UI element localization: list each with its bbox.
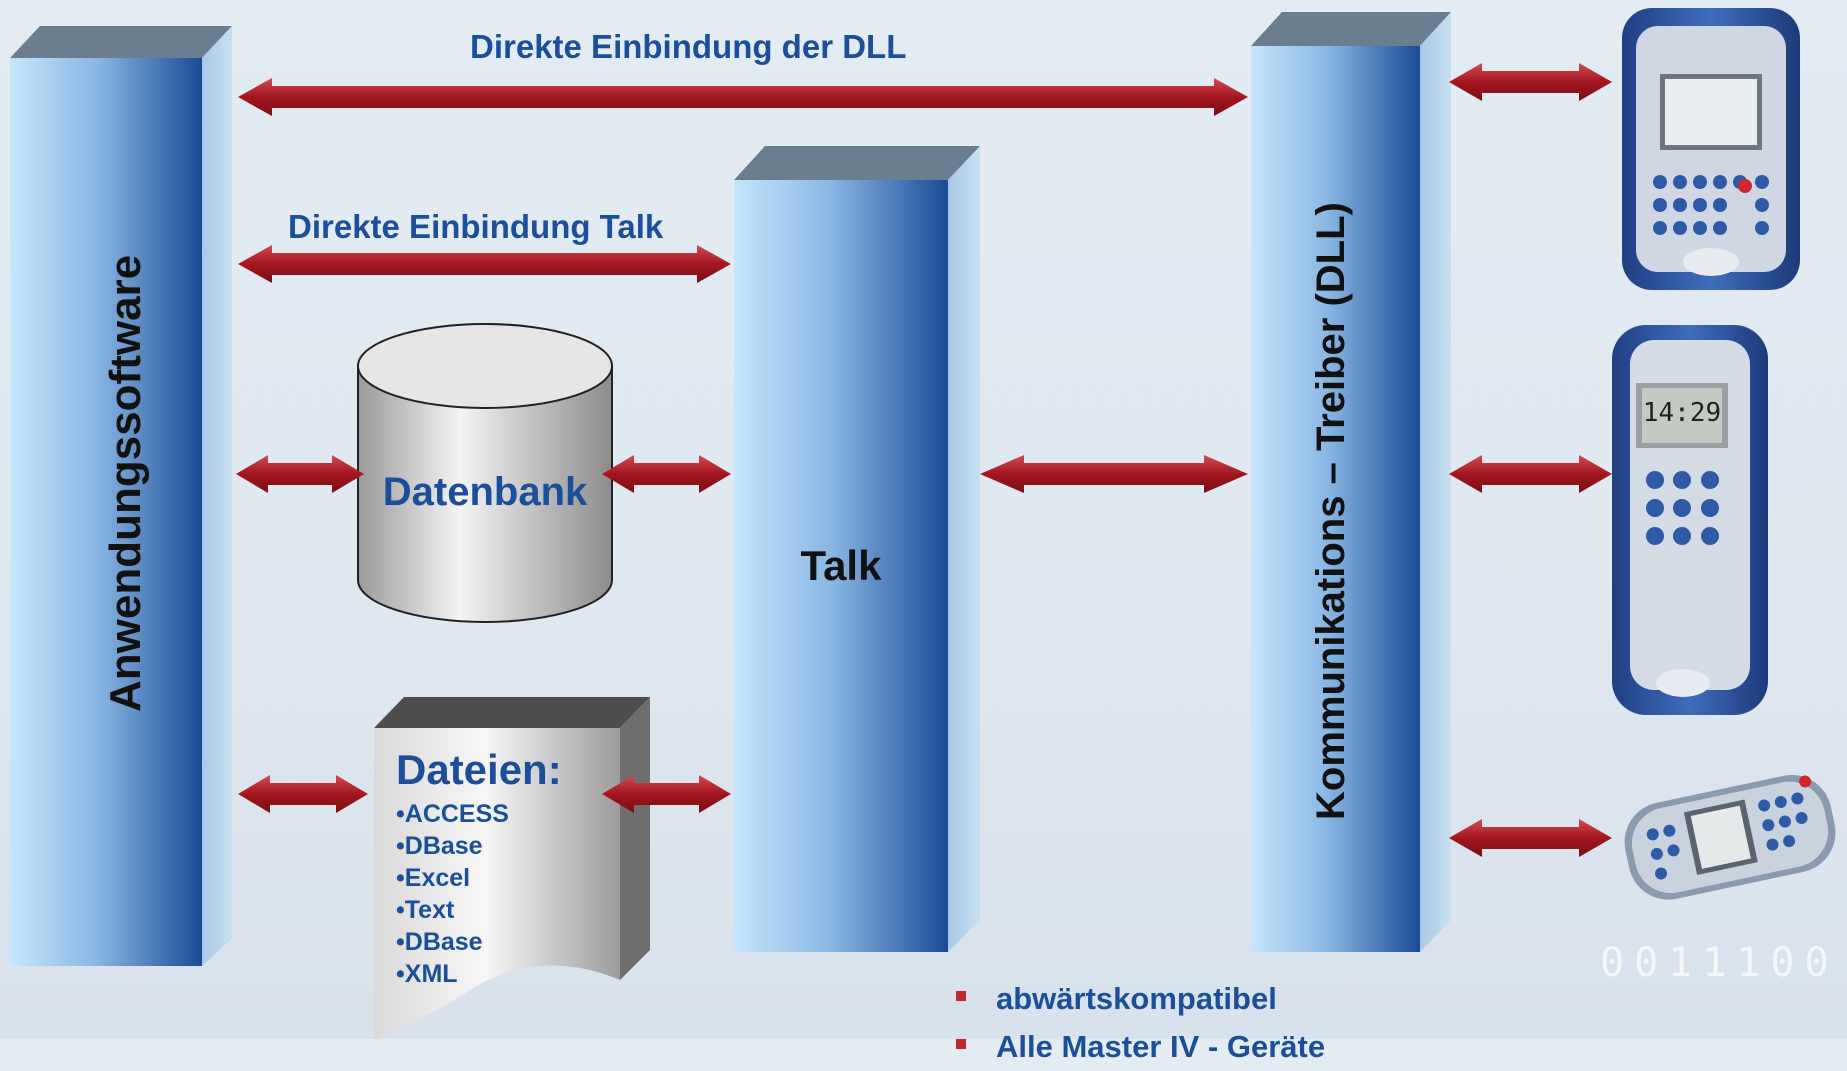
handheld-device-1 <box>1622 8 1800 290</box>
binary-watermark: 0011100 <box>1600 940 1839 986</box>
arrows <box>236 63 1612 857</box>
application-pillar <box>10 26 232 966</box>
driver-pillar <box>1251 12 1451 952</box>
arrow-files-talk <box>602 775 731 813</box>
files-list-item: DBase <box>396 926 509 958</box>
arrow-driver-device2 <box>1449 455 1612 493</box>
arrow-driver-device3 <box>1449 819 1612 857</box>
files-list-item: Text <box>396 894 509 926</box>
files-title: Dateien: <box>396 746 562 793</box>
driver-label: Kommunikations – Treiber (DLL) <box>1309 202 1353 820</box>
arrow-driver-device1 <box>1449 63 1612 101</box>
footer-item: abwärtskompatibel <box>956 975 1325 1023</box>
files-list-item: XML <box>396 958 509 990</box>
arrow-app-database <box>236 455 364 493</box>
arrow-database-talk <box>602 455 731 493</box>
handheld-device-3 <box>1624 774 1836 900</box>
arrow-app-files <box>238 775 368 813</box>
arrow-direct-dll <box>238 78 1248 116</box>
diagram-canvas <box>10 8 1836 1039</box>
handheld-device-2 <box>1612 325 1768 715</box>
arrow-direct-talk <box>238 245 731 283</box>
direct-dll-label: Direkte Einbindung der DLL <box>470 28 907 65</box>
footer-list: abwärtskompatibel Alle Master IV - Gerät… <box>956 975 1325 1071</box>
talk-label: Talk <box>800 542 882 589</box>
arrow-talk-driver <box>980 455 1248 493</box>
files-list: ACCESS DBase Excel Text DBase XML <box>396 798 509 990</box>
footer-item: Alle Master IV - Geräte <box>956 1023 1325 1071</box>
direct-talk-label: Direkte Einbindung Talk <box>288 208 664 245</box>
files-list-item: Excel <box>396 862 509 894</box>
device-clock: 14:29 <box>1642 398 1722 428</box>
talk-pillar <box>734 146 980 952</box>
database-label: Datenbank <box>382 470 588 514</box>
files-list-item: DBase <box>396 830 509 862</box>
files-list-item: ACCESS <box>396 798 509 830</box>
database-cylinder <box>357 323 613 623</box>
application-label: Anwendungssoftware <box>101 254 150 712</box>
